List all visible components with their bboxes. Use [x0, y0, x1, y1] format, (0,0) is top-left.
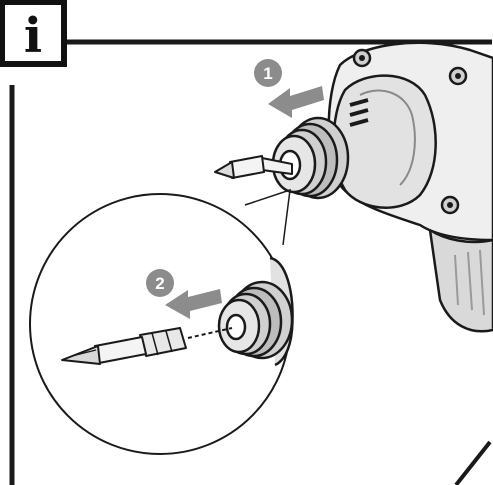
arrow-left-icon: [268, 86, 324, 118]
tool-nose-housing: [332, 74, 437, 209]
arrow-left-icon: [165, 289, 222, 319]
tool-handle: [428, 228, 493, 333]
impact-driver: [271, 41, 493, 333]
step-2-group: 2: [146, 269, 222, 319]
chuck-sleeve: [271, 116, 350, 200]
step-1-number: 1: [263, 64, 272, 83]
step-1-badge: [254, 59, 282, 87]
step-2-number: 2: [155, 274, 164, 293]
info-badge: i: [0, 0, 67, 67]
driver-bit-detail: [61, 327, 187, 365]
insertion-guide: [187, 327, 233, 339]
callout-leader: [244, 188, 291, 246]
chuck-detail: [217, 256, 294, 367]
zoom-callout: 2: [29, 188, 294, 455]
info-icon: [0, 0, 67, 67]
info-letter: i: [24, 8, 42, 64]
step-2-badge: [146, 269, 174, 297]
step-1-group: 1: [254, 59, 324, 118]
driver-bit-top: [214, 155, 293, 179]
